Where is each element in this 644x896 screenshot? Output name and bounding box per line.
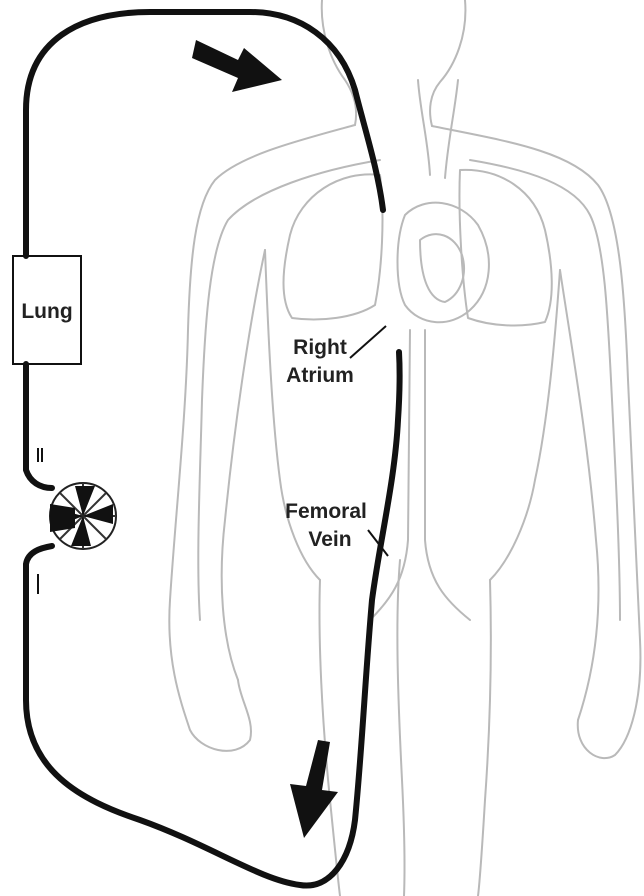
flow-arrow-top [192, 40, 282, 92]
right-arm-outline [432, 126, 640, 758]
circuit-tubing [26, 12, 400, 886]
vessel-descending [370, 330, 470, 620]
left-arm-inner [222, 250, 265, 680]
arrow-icon [192, 40, 338, 838]
drainage-tube [26, 352, 400, 886]
body-outline [169, 0, 640, 896]
lung-to-pump-tube [26, 364, 52, 488]
femoral-vein-label-line1: Femoral [285, 500, 367, 523]
oxygenator-box: Lung [13, 256, 81, 364]
vessel-arm-left [198, 160, 380, 620]
torso-right [490, 270, 560, 580]
heart-inner [420, 234, 464, 302]
right-atrium-label-line1: Right [293, 336, 347, 359]
lung-right-outline [459, 170, 551, 326]
right-arm-inner [560, 270, 599, 720]
heart-outline [398, 203, 489, 323]
leg-inner [397, 560, 404, 896]
lung-left-outline [284, 174, 383, 319]
left-arm-outline [169, 125, 355, 751]
right-atrium-callout: Right Atrium [286, 326, 386, 387]
leg-left [319, 580, 340, 896]
right-atrium-label-line2: Atrium [286, 364, 354, 387]
femoral-vein-callout: Femoral Vein [285, 500, 388, 556]
femoral-vein-label-line2: Vein [308, 528, 351, 551]
leg-right [478, 580, 491, 896]
flow-arrow-bottom [290, 740, 338, 838]
lung-label: Lung [21, 300, 72, 323]
vessel-aorta [418, 80, 458, 178]
centrifugal-pump-icon [50, 483, 116, 549]
